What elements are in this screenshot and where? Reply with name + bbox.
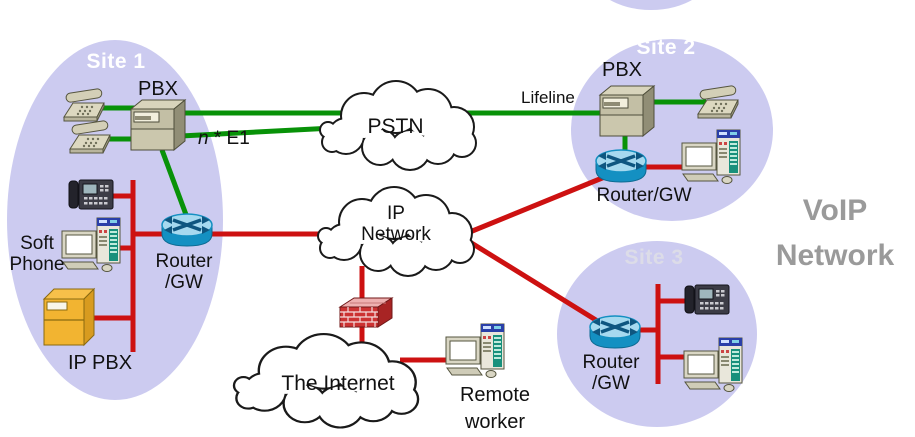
- trunk-label-rest: * E1: [208, 128, 250, 149]
- site1-router-label-line1: Router: [155, 251, 213, 272]
- lifeline-label: Lifeline: [521, 88, 575, 107]
- site1-label: Site 1: [86, 50, 146, 73]
- ip-phone-icon: [68, 179, 114, 210]
- ip-network-cloud-label: IP Network: [346, 203, 446, 246]
- site3-router-label-line2: /GW: [592, 373, 630, 395]
- site2-router-label: Router/GW: [596, 185, 692, 206]
- ip-phone-icon: [684, 284, 730, 315]
- softphone-label-line1: Soft: [20, 233, 54, 254]
- remote-worker-label-line2: worker: [464, 411, 525, 433]
- site1-router-label: Router /GW: [144, 251, 224, 294]
- ip-network-label-line1: IP: [387, 203, 405, 224]
- site3-router-label-line1: Router: [582, 352, 640, 373]
- softphone-label-line2: Phone: [9, 254, 65, 276]
- pstn-cloud-label: PSTN: [367, 115, 424, 138]
- trunk-label: n * E1: [198, 128, 250, 149]
- trunk-label-n: n: [198, 128, 209, 149]
- site1-pbx-label: PBX: [137, 78, 179, 100]
- ip-links: [92, 164, 700, 384]
- diagram-title: VoIP Network: [760, 188, 910, 278]
- ip-network-label-line2: Network: [361, 224, 431, 246]
- diagram-title-line1: VoIP: [802, 194, 868, 227]
- pbx1-router1-link: [159, 149, 191, 221]
- softphone-label: Soft Phone: [1, 233, 73, 276]
- diagram-title-line2: Network: [775, 239, 895, 272]
- site3-label: Site 3: [624, 246, 684, 269]
- workstation-icon: [445, 323, 505, 378]
- internet-cloud-label: The Internet: [281, 372, 395, 395]
- router-icon: [160, 212, 214, 248]
- router-icon: [594, 148, 648, 184]
- firewall-icon: [339, 297, 393, 328]
- site2-label: Site 2: [636, 36, 696, 59]
- pbx-icon: [599, 85, 655, 137]
- ipnetwork-router3-link: [463, 236, 614, 333]
- site2-pbx-label: PBX: [601, 59, 643, 81]
- ipnetwork-router2-link: [464, 171, 613, 237]
- router-icon: [588, 314, 642, 350]
- pbx-icon: [130, 99, 186, 151]
- site1-router-label-line2: /GW: [165, 272, 203, 294]
- site3-router-label: Router /GW: [571, 352, 651, 395]
- ip-pbx-icon: [43, 288, 95, 346]
- top-partial-bubble: [610, 0, 692, 10]
- remote-worker-label: Remote worker: [449, 382, 541, 436]
- remote-worker-label-line1: Remote: [459, 384, 531, 406]
- ip-pbx-label: IP PBX: [67, 352, 133, 374]
